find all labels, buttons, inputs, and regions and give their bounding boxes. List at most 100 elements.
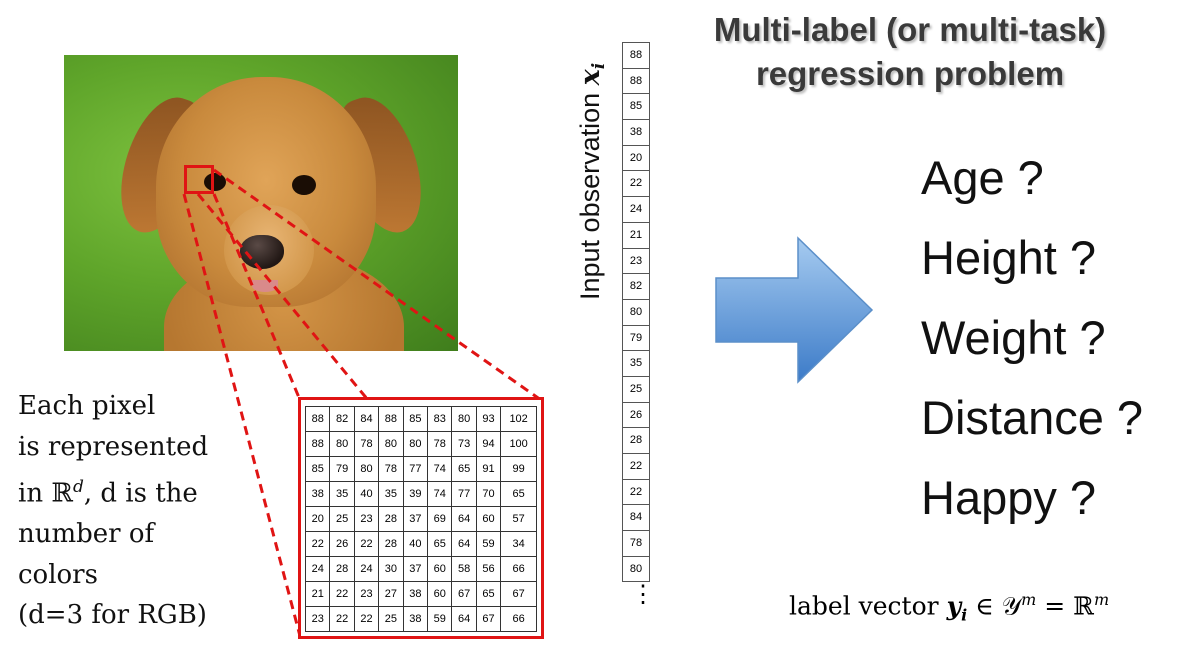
pixel-cell: 79 xyxy=(329,456,355,482)
vector-cell: 80 xyxy=(622,299,650,326)
input-symbol: x xyxy=(575,69,606,86)
vector-cell: 85 xyxy=(622,94,650,121)
vector-cell: 23 xyxy=(622,248,650,275)
pixel-cell: 67 xyxy=(451,581,477,607)
pixel-cell: 80 xyxy=(329,431,355,457)
input-subscript: i xyxy=(589,62,609,70)
pixel-cell: 30 xyxy=(378,556,404,582)
vector-cell: 22 xyxy=(622,479,650,506)
vector-cell: 79 xyxy=(622,325,650,352)
label-vector-text: label vector xyxy=(789,591,947,621)
pixel-cell: 37 xyxy=(402,556,429,582)
pixel-cell: 88 xyxy=(378,406,404,432)
desc-line-1: Each pixel xyxy=(18,391,156,421)
pixel-cell: 65 xyxy=(500,481,537,507)
pixel-cell: 78 xyxy=(353,431,380,457)
vector-cell: 78 xyxy=(622,531,650,557)
pixel-cell: 78 xyxy=(427,431,453,457)
vector-cell: 25 xyxy=(622,376,650,403)
label-vector-set: ∈ 𝒴 xyxy=(967,591,1022,621)
pixel-cell: 94 xyxy=(475,431,502,457)
right-arrow-icon xyxy=(715,236,874,384)
pixel-cell: 80 xyxy=(378,431,404,457)
pixel-cell: 85 xyxy=(304,456,331,482)
vector-cell: 21 xyxy=(622,222,650,249)
pixel-cell: 77 xyxy=(402,456,429,482)
vector-cell: 88 xyxy=(622,42,650,69)
target-distance: Distance ? xyxy=(921,391,1144,444)
pixel-cell: 80 xyxy=(353,456,380,482)
pixel-cell: 102 xyxy=(500,406,537,432)
desc-line-5: colors xyxy=(18,559,98,590)
pixel-cell: 100 xyxy=(500,431,537,457)
title-line-2: regression problem xyxy=(755,55,1065,92)
pixel-cell: 65 xyxy=(451,456,477,482)
vector-cell: 28 xyxy=(622,428,650,454)
pixel-cell: 58 xyxy=(451,556,477,582)
pixel-cell: 25 xyxy=(378,606,404,632)
pixel-cell: 69 xyxy=(427,506,453,532)
pixel-cell: 70 xyxy=(475,481,502,507)
pixel-cell: 91 xyxy=(475,456,502,482)
vector-cell: 82 xyxy=(622,274,650,300)
pixel-cell: 67 xyxy=(475,606,502,632)
pixel-cell: 20 xyxy=(304,506,331,532)
target-weight: Weight ? xyxy=(921,311,1106,364)
pixel-cell: 39 xyxy=(402,481,429,507)
vector-cell: 38 xyxy=(622,120,650,146)
desc-line-6: (d=3 for RGB) xyxy=(18,600,207,631)
pixel-cell: 93 xyxy=(475,406,502,432)
pixel-description: Each pixel is represented in ℝd, d is th… xyxy=(18,386,248,636)
pixel-cell: 23 xyxy=(353,506,380,532)
pixel-cell: 64 xyxy=(451,506,477,532)
vector-ellipsis: ⋮ xyxy=(631,581,655,608)
label-vector-symbol: y xyxy=(946,591,962,621)
vector-cell: 26 xyxy=(622,402,650,429)
vector-cell: 20 xyxy=(622,145,650,172)
pixel-cell: 78 xyxy=(378,456,404,482)
puppy-photo xyxy=(64,55,458,351)
pixel-cell: 23 xyxy=(304,606,331,632)
label-vector-sup-1: m xyxy=(1021,590,1037,609)
pixel-cell: 84 xyxy=(353,406,380,432)
pixel-cell: 21 xyxy=(304,581,331,607)
vector-cell: 35 xyxy=(622,351,650,377)
zoom-line-mid xyxy=(196,193,370,401)
pixel-cell: 60 xyxy=(427,581,453,607)
pixel-cell: 22 xyxy=(329,581,355,607)
title-line-1: Multi-label (or multi-task) xyxy=(713,11,1107,48)
pixel-cell: 23 xyxy=(353,581,380,607)
target-height: Height ? xyxy=(921,231,1097,284)
desc-line-3-end: , d is the xyxy=(83,478,198,509)
zoom-line-left xyxy=(182,193,302,637)
desc-line-4: number of xyxy=(18,519,155,550)
input-label-text: Input observation xyxy=(575,85,605,300)
pixel-cell: 28 xyxy=(378,531,404,557)
desc-line-2: is represented xyxy=(18,431,209,462)
pixel-cell: 66 xyxy=(500,606,537,632)
pixel-cell: 59 xyxy=(427,606,453,632)
desc-line-3: in ℝd, d is the xyxy=(18,467,248,514)
pixel-cell: 28 xyxy=(329,556,355,582)
puppy-tongue xyxy=(252,280,278,292)
pixel-cell: 64 xyxy=(451,606,477,632)
pixel-cell: 28 xyxy=(378,506,404,532)
target-happy: Happy ? xyxy=(921,471,1097,524)
puppy-right-eye xyxy=(292,175,316,195)
label-vector-subscript: i xyxy=(961,605,968,625)
pixel-cell: 64 xyxy=(451,531,477,557)
label-vector-formula: label vector yi ∈ 𝒴m = ℝm xyxy=(789,590,1109,624)
vector-cell: 24 xyxy=(622,197,650,223)
pixel-highlight-box xyxy=(184,165,214,194)
pixel-cell: 60 xyxy=(475,506,502,532)
pixel-cell: 22 xyxy=(353,606,380,632)
pixel-cell: 82 xyxy=(329,406,355,432)
label-vector-sup-2: m xyxy=(1093,590,1110,609)
puppy-left-eye xyxy=(204,173,226,191)
